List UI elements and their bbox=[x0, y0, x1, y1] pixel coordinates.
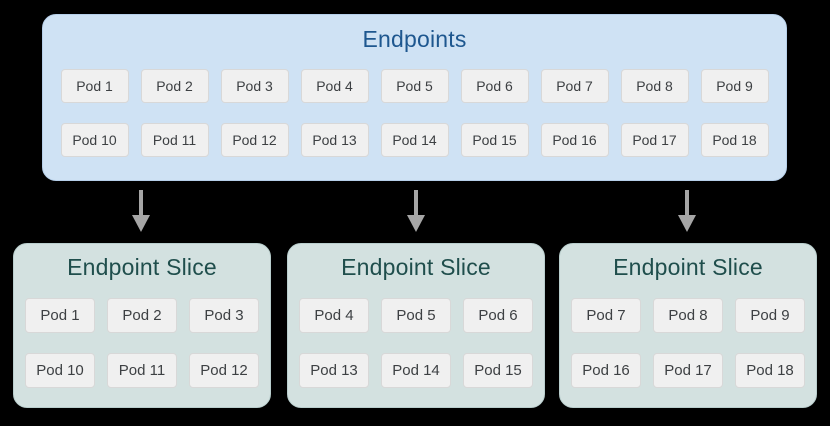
pod-chip: Pod 4 bbox=[300, 69, 369, 103]
pod-chip: Pod 17 bbox=[653, 353, 723, 388]
pod-chip: Pod 12 bbox=[189, 353, 259, 388]
slice-pod-row-1: Pod 4 Pod 5 Pod 6 bbox=[299, 298, 533, 333]
pod-chip: Pod 4 bbox=[299, 298, 369, 333]
pod-chip: Pod 7 bbox=[540, 69, 609, 103]
pod-chip: Pod 1 bbox=[60, 69, 129, 103]
pod-chip: Pod 7 bbox=[571, 298, 641, 333]
pod-chip: Pod 10 bbox=[25, 353, 95, 388]
endpoints-pod-row-2: Pod 10 Pod 11 Pod 12 Pod 13 Pod 14 Pod 15 Pod … bbox=[60, 123, 769, 157]
endpoint-slice-title: Endpoint Slice bbox=[613, 254, 763, 280]
slice-pod-row-1: Pod 1 Pod 2 Pod 3 bbox=[25, 298, 259, 333]
pod-chip: Pod 6 bbox=[460, 69, 529, 103]
pod-chip: Pod 16 bbox=[571, 353, 641, 388]
arrow-head bbox=[407, 215, 425, 232]
endpoints-title: Endpoints bbox=[362, 26, 467, 52]
pod-chip: Pod 6 bbox=[463, 298, 533, 333]
slice-pod-row-1: Pod 7 Pod 8 Pod 9 bbox=[571, 298, 805, 333]
pod-chip: Pod 9 bbox=[735, 298, 805, 333]
pod-chip: Pod 8 bbox=[653, 298, 723, 333]
pod-chip: Pod 18 bbox=[735, 353, 805, 388]
pod-chip: Pod 17 bbox=[620, 123, 689, 157]
pod-chip: Pod 11 bbox=[140, 123, 209, 157]
pod-chip: Pod 9 bbox=[700, 69, 769, 103]
arrow-down-icon bbox=[677, 190, 697, 232]
arrow-head bbox=[678, 215, 696, 232]
endpoints-pod-grid: Pod 1 Pod 2 Pod 3 Pod 4 Pod 5 Pod 6 Pod 7 Pod 8… bbox=[43, 69, 786, 157]
pod-chip: Pod 14 bbox=[380, 123, 449, 157]
pod-chip: Pod 18 bbox=[700, 123, 769, 157]
arrow-stem bbox=[685, 190, 689, 215]
slice-pod-grid: Pod 1 Pod 2 Pod 3 Pod 10 Pod 11 Pod 12 bbox=[14, 298, 270, 388]
slice-pod-grid: Pod 7 Pod 8 Pod 9 Pod 16 Pod 17 Pod 18 bbox=[560, 298, 816, 388]
pod-chip: Pod 8 bbox=[620, 69, 689, 103]
pod-chip: Pod 3 bbox=[220, 69, 289, 103]
endpoint-slice-title: Endpoint Slice bbox=[341, 254, 491, 280]
endpoints-pod-row-1: Pod 1 Pod 2 Pod 3 Pod 4 Pod 5 Pod 6 Pod 7 Pod 8… bbox=[60, 69, 769, 103]
pod-chip: Pod 16 bbox=[540, 123, 609, 157]
pod-chip: Pod 2 bbox=[107, 298, 177, 333]
pod-chip: Pod 1 bbox=[25, 298, 95, 333]
pod-chip: Pod 15 bbox=[460, 123, 529, 157]
slice-pod-row-2: Pod 10 Pod 11 Pod 12 bbox=[25, 353, 259, 388]
pod-chip: Pod 13 bbox=[300, 123, 369, 157]
slice-pod-row-2: Pod 13 Pod 14 Pod 15 bbox=[299, 353, 533, 388]
pod-chip: Pod 12 bbox=[220, 123, 289, 157]
arrow-stem bbox=[139, 190, 143, 215]
arrow-down-icon bbox=[406, 190, 426, 232]
pod-chip: Pod 13 bbox=[299, 353, 369, 388]
endpoint-slice-title: Endpoint Slice bbox=[67, 254, 217, 280]
pod-chip: Pod 11 bbox=[107, 353, 177, 388]
pod-chip: Pod 5 bbox=[380, 69, 449, 103]
pod-chip: Pod 10 bbox=[60, 123, 129, 157]
arrow-head bbox=[132, 215, 150, 232]
endpoints-box: Endpoints Pod 1 Pod 2 Pod 3 Pod 4 Pod 5 Pod 6… bbox=[42, 14, 787, 181]
pod-chip: Pod 3 bbox=[189, 298, 259, 333]
slice-pod-grid: Pod 4 Pod 5 Pod 6 Pod 13 Pod 14 Pod 15 bbox=[288, 298, 544, 388]
pod-chip: Pod 15 bbox=[463, 353, 533, 388]
pod-chip: Pod 5 bbox=[381, 298, 451, 333]
slice-pod-row-2: Pod 16 Pod 17 Pod 18 bbox=[571, 353, 805, 388]
pod-chip: Pod 2 bbox=[140, 69, 209, 103]
arrow-down-icon bbox=[131, 190, 151, 232]
arrow-stem bbox=[414, 190, 418, 215]
pod-chip: Pod 14 bbox=[381, 353, 451, 388]
